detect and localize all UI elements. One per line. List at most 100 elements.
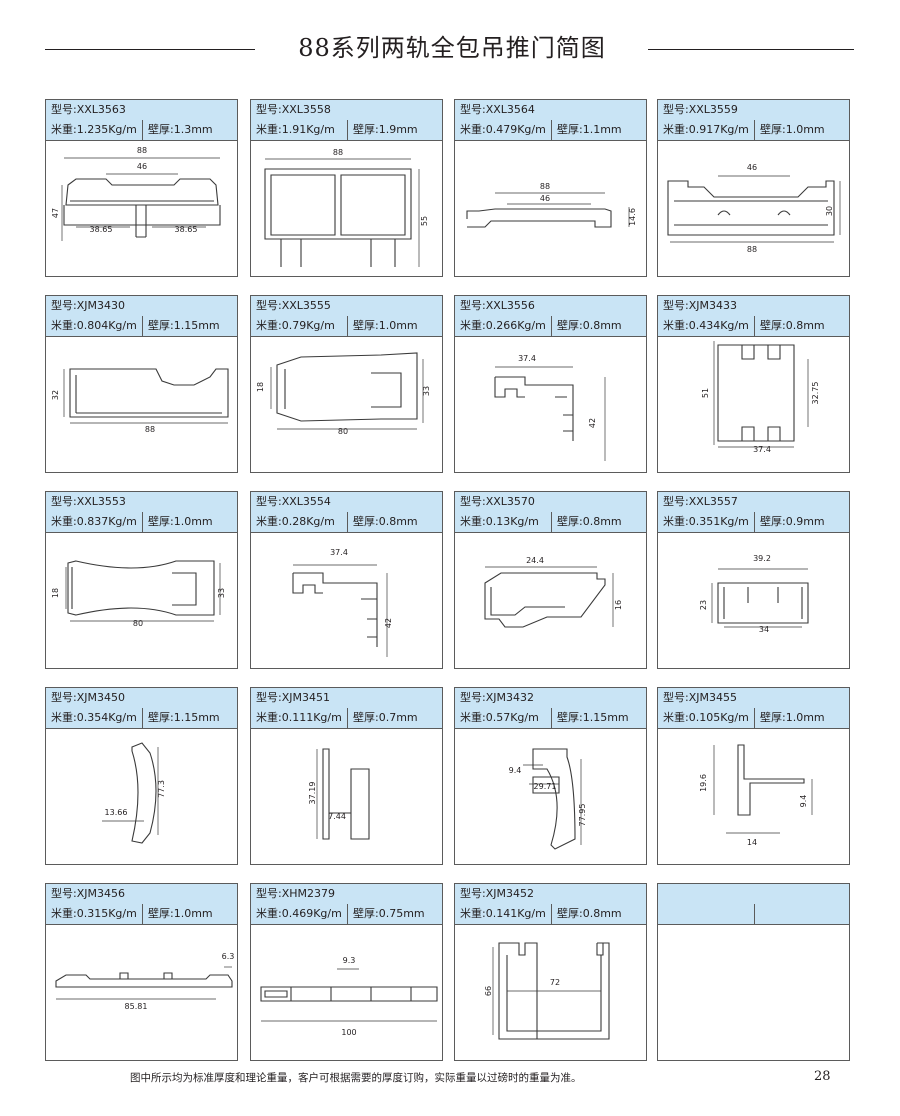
dimension-label: 32 (51, 390, 60, 400)
spec-divider (551, 120, 552, 140)
dimension-label: 88 (333, 148, 343, 157)
spec-divider (347, 120, 348, 140)
thickness-value: 壁厚:0.75mm (353, 907, 425, 920)
title-rule-left (45, 49, 255, 50)
model-row: 型号:XXL3557 (658, 492, 849, 513)
title-rule-right (648, 49, 854, 50)
dimension-label: 9.4 (509, 766, 522, 775)
thickness-value: 壁厚:0.8mm (557, 515, 622, 528)
model-row: 型号:XXL3556 (455, 296, 646, 317)
weight-value: 米重:0.351Kg/m (663, 515, 749, 528)
dimension-label: 24.4 (526, 556, 544, 565)
spec-divider (142, 708, 143, 728)
model-row: 型号:XJM3451 (251, 688, 442, 709)
spec-divider (142, 120, 143, 140)
spec-divider (551, 316, 552, 336)
weight-value: 米重:0.57Kg/m (460, 711, 539, 724)
dimension-label: 39.2 (753, 554, 771, 563)
profile-outline (292, 572, 378, 647)
dimension-label: 46 (747, 163, 757, 172)
profile-outline (532, 748, 576, 850)
profile-outline (741, 426, 755, 441)
thickness-value: 壁厚:0.8mm (557, 319, 622, 332)
profile-section-svg: 19.69.414 (699, 744, 813, 847)
dimension-label: 37.19 (308, 782, 317, 805)
thickness-value: 壁厚:0.8mm (353, 515, 418, 528)
dimension-label: 37.4 (518, 354, 536, 363)
profile-outline (490, 587, 565, 616)
thickness-value: 壁厚:1.0mm (148, 515, 213, 528)
dimension-label: 46 (540, 194, 550, 203)
weight-value: 米重:0.141Kg/m (460, 907, 546, 920)
spec-divider (754, 904, 755, 924)
dimension-label: 18 (256, 382, 265, 392)
dimension-label: 88 (137, 146, 147, 155)
profile-section-svg: 37.442 (494, 354, 606, 461)
weight-value: 米重:0.917Kg/m (663, 123, 749, 136)
profile-outline (499, 942, 610, 1040)
profile-outline (75, 375, 222, 414)
model-row: 型号:XJM3455 (658, 688, 849, 709)
profile-outline (741, 345, 755, 360)
weight-value: 米重:0.434Kg/m (663, 319, 749, 332)
profile-outline (484, 572, 606, 628)
dimension-label: 37.4 (330, 548, 348, 557)
profile-outline (290, 987, 412, 1001)
weight-value: 米重:0.804Kg/m (51, 319, 137, 332)
dimension-label: 72 (550, 978, 560, 987)
page-title: 88系列两轨全包吊推门简图 (298, 34, 606, 62)
profile-outline (667, 180, 835, 236)
spec-divider (347, 316, 348, 336)
weight-value: 米重:0.315Kg/m (51, 907, 137, 920)
spec-divider (142, 512, 143, 532)
dimension-label: 7.44 (328, 812, 346, 821)
model-row: 型号:XJM3456 (46, 884, 237, 905)
dimension-label: 80 (338, 427, 348, 436)
model-row: 型号:XXL3558 (251, 100, 442, 121)
thickness-value: 壁厚:0.8mm (760, 319, 825, 332)
dimension-label: 88 (145, 425, 155, 434)
profile-drawing: 32 88 (46, 337, 237, 472)
dimension-label: 77.3 (157, 780, 166, 798)
dimension-label: 23 (699, 600, 708, 610)
weight-value: 米重:1.91Kg/m (256, 123, 335, 136)
model-row: 型号:XXL3559 (658, 100, 849, 121)
profile-outline (717, 582, 809, 624)
profile-outline (767, 345, 781, 360)
profile-outline (71, 567, 197, 609)
footnote: 图中所示均为标准厚度和理论重量，客户可根据需要的厚度订购，实际重量以过磅时的重量… (130, 1072, 582, 1084)
dimension-label: 37.4 (753, 445, 771, 454)
profile-card (657, 883, 850, 1061)
profile-outline (506, 955, 602, 1032)
